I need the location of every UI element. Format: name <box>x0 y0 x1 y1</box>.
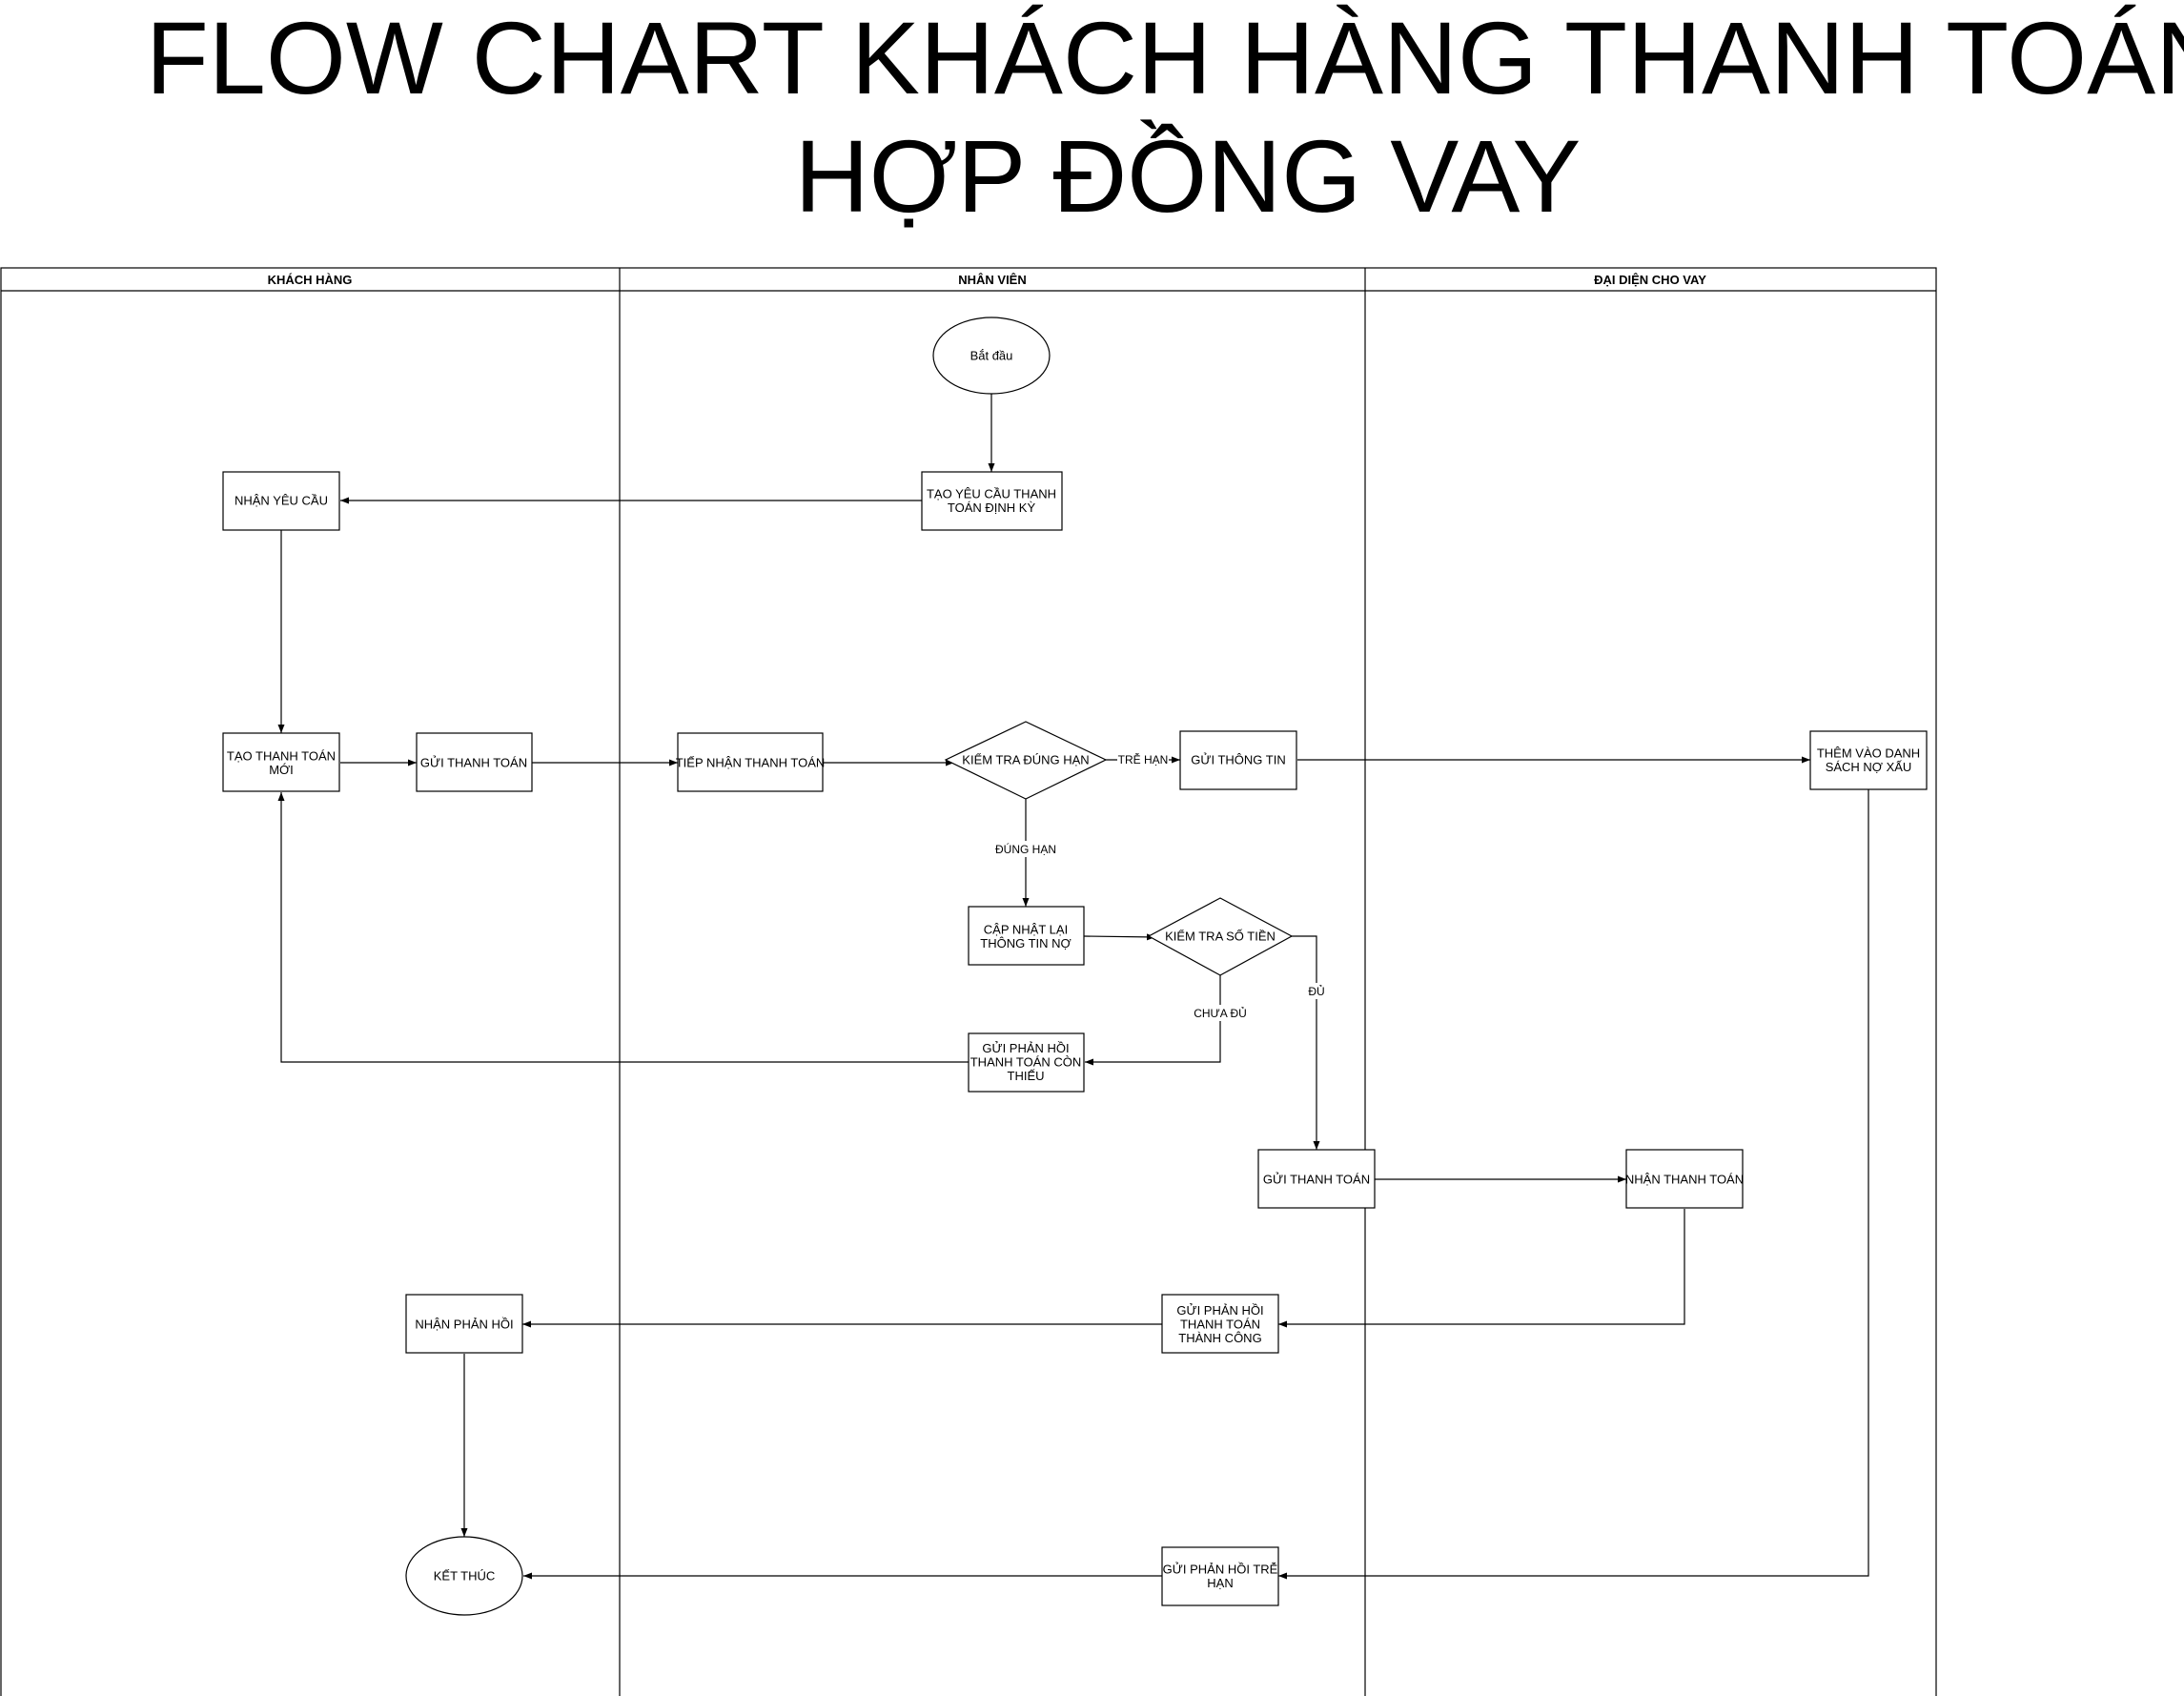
node-label-line: THANH TOÁN <box>1180 1318 1260 1332</box>
edge-check-amount-to-send-payment-staff <box>1292 935 1320 1150</box>
edge-label-bg-enough <box>1305 983 1328 999</box>
node-receive-payment: TIẾP NHẬN THANH TOÁN <box>676 732 826 792</box>
node-label-line: GỬI PHẢN HỒI <box>1176 1303 1263 1318</box>
edge-lender-receive-to-send-success <box>1278 1209 1685 1328</box>
node-label-line: KIỂM TRA SỐ TIỀN <box>1165 930 1276 944</box>
edge-label-bg-late <box>1117 750 1169 766</box>
node-label-line: THÔNG TIN NỢ <box>980 936 1071 950</box>
node-label-line: CẬP NHẬT LẠI <box>984 922 1068 936</box>
node-label-line: GỬI PHẢN HỒI <box>982 1041 1069 1055</box>
edge-add-bad-debt-to-send-late <box>1278 789 1869 1580</box>
node-label-line: NHẬN PHẢN HỒI <box>415 1318 513 1332</box>
edges <box>277 394 1869 1580</box>
edge-send-missing-to-create-payment <box>277 792 969 1063</box>
node-label-line: NHẬN THANH TOÁN <box>1625 1173 1744 1187</box>
node-send-payment-staff-label: GỬI THANH TOÁN <box>1263 1173 1370 1187</box>
swimlane-frame <box>0 267 1937 1696</box>
node-label-line: NHẬN YÊU CẦU <box>235 494 328 508</box>
lane-title-customer: KHÁCH HÀNG <box>268 273 353 287</box>
node-label-line: GỬI THÔNG TIN <box>1191 753 1285 767</box>
node-label-line: TIẾP NHẬN THANH TOÁN <box>676 756 826 770</box>
node-label-line: THÊM VÀO DANH <box>1817 746 1920 760</box>
edge-label-enough: ĐỦ <box>1308 984 1324 998</box>
node-label-line: KẾT THÚC <box>434 1569 496 1584</box>
node-lender-receive: NHẬN THANH TOÁN <box>1625 1149 1744 1209</box>
edge-check-amount-to-send-missing <box>1085 975 1221 1066</box>
node-label-line: GỬI PHẢN HỒI TRỄ <box>1163 1562 1278 1576</box>
node-label-line: THÀNH CÔNG <box>1178 1331 1261 1345</box>
node-start: Bắt đầu <box>932 317 1051 395</box>
node-check-amount: KIỂM TRA SỐ TIỀN <box>1147 897 1294 976</box>
node-label-line: GỬI THANH TOÁN <box>1263 1173 1370 1187</box>
node-send-info: GỬI THÔNG TIN <box>1179 730 1297 790</box>
lane-title-lender: ĐẠI DIỆN CHO VAY <box>1594 273 1706 287</box>
node-send-info-label: GỬI THÔNG TIN <box>1191 753 1285 767</box>
node-label-line: KIỂM TRA ĐÚNG HẠN <box>962 753 1089 767</box>
node-label-line: TẠO YÊU CẦU THANH <box>927 486 1056 501</box>
node-label-line: HẠN <box>1207 1576 1233 1590</box>
edge-update-debt-to-check-amount <box>1083 933 1156 941</box>
node-receive-feedback: NHẬN PHẢN HỒI <box>405 1294 523 1354</box>
node-label-line: TẠO THANH TOÁN <box>227 748 336 763</box>
node-receive-feedback-label: NHẬN PHẢN HỒI <box>415 1318 513 1332</box>
node-check-due-label: KIỂM TRA ĐÚNG HẠN <box>962 753 1089 767</box>
node-label-line: SÁCH NỢ XẤU <box>1826 760 1912 774</box>
edge-label-not-enough: CHƯA ĐỦ <box>1194 1006 1247 1020</box>
node-label-line: THIẾU <box>1008 1069 1045 1083</box>
node-receive-payment-label: TIẾP NHẬN THANH TOÁN <box>676 756 826 770</box>
node-end-label: KẾT THÚC <box>434 1569 496 1584</box>
edge-label-late: TRỄ HẠN <box>1118 752 1169 766</box>
node-send-payment-customer: GỬI THANH TOÁN <box>416 732 533 792</box>
node-check-due: KIỂM TRA ĐÚNG HẠN <box>944 721 1108 800</box>
node-send-payment-customer-label: GỬI THANH TOÁN <box>420 756 527 770</box>
diagram-title-line-2: HỢP ĐỒNG VAY <box>795 118 1582 234</box>
node-label-line: THANH TOÁN CÒN <box>970 1055 1082 1070</box>
node-start-label: Bắt đầu <box>970 349 1013 363</box>
lane-title-staff: NHÂN VIÊN <box>958 273 1027 287</box>
node-label-line: GỬI THANH TOÁN <box>420 756 527 770</box>
node-receive-request-label: NHẬN YÊU CẦU <box>235 494 328 508</box>
node-label-line: TOÁN ĐỊNH KỲ <box>948 501 1036 515</box>
node-lender-receive-label: NHẬN THANH TOÁN <box>1625 1173 1744 1187</box>
diagram-title-line-1: FLOW CHART KHÁCH HÀNG THANH TOÁN <box>146 0 2184 115</box>
node-label-line: Bắt đầu <box>970 349 1013 363</box>
edge-label-bg-on-time <box>995 841 1056 857</box>
node-label-line: MỚI <box>269 763 294 777</box>
node-receive-request: NHẬN YÊU CẦU <box>222 471 340 531</box>
edge-label-bg-not-enough <box>1193 1005 1248 1021</box>
node-send-payment-staff: GỬI THANH TOÁN <box>1257 1149 1376 1209</box>
edge-label-on-time: ĐÚNG HẠN <box>995 842 1056 856</box>
node-end: KẾT THÚC <box>405 1536 523 1616</box>
node-check-amount-label: KIỂM TRA SỐ TIỀN <box>1165 930 1276 944</box>
